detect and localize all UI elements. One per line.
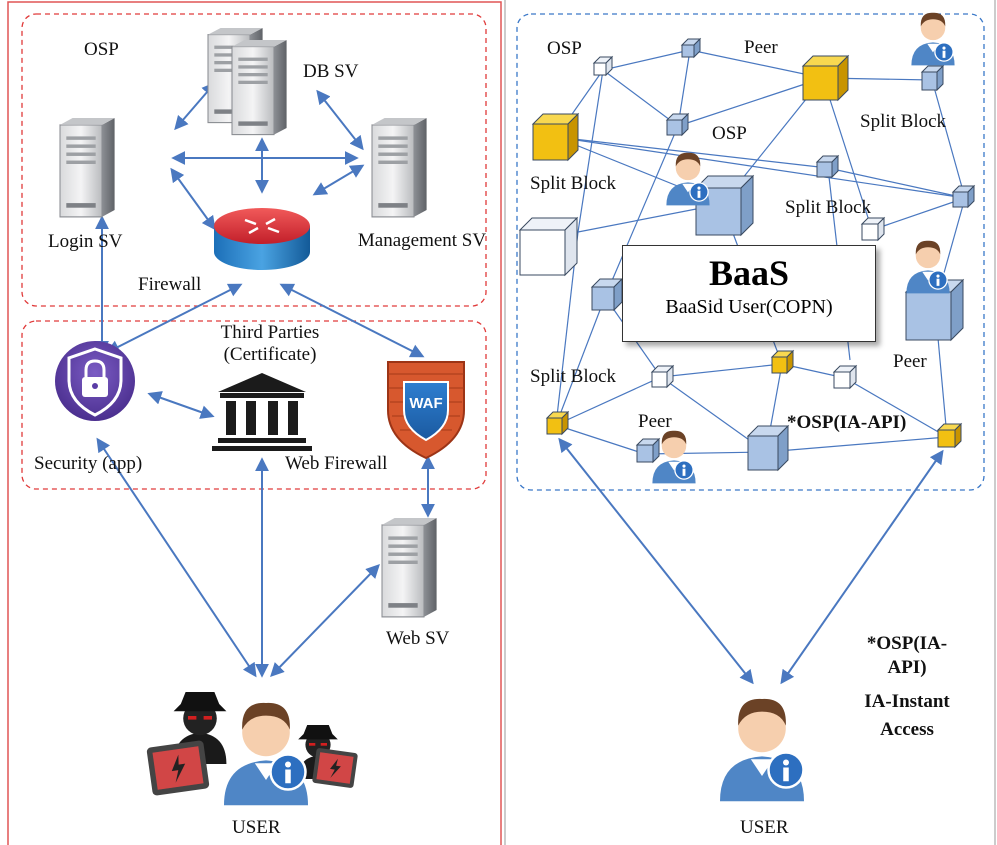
node-cube	[951, 184, 976, 209]
legend-line: API)	[887, 657, 927, 678]
waf-badge-text: WAF	[409, 395, 443, 412]
firewall-label: Firewall	[138, 274, 202, 295]
baas-subtitle: BaaSid User(COPN)	[665, 295, 833, 318]
info-icon	[928, 270, 948, 290]
login-sv-label: Login SV	[48, 231, 123, 252]
left-panel-frame	[7, 1, 502, 845]
db-server-icon	[231, 39, 288, 136]
node-cube	[650, 364, 675, 389]
node-cube	[694, 174, 755, 237]
baas-title: BaaS	[708, 253, 790, 293]
node-cube	[815, 154, 840, 179]
node-label-split-block: Split Block	[785, 197, 872, 218]
legend-line: IA-Instant	[864, 691, 950, 712]
node-label-split-block: Split Block	[530, 366, 617, 387]
info-icon	[934, 42, 954, 62]
baas-network-box	[516, 13, 985, 491]
baas-box: BaaS BaaSid User(COPN)	[622, 245, 876, 342]
backend-group-box	[21, 13, 487, 307]
node-label-peer: Peer	[744, 37, 778, 58]
node-label-peer: Peer	[638, 411, 672, 432]
node-label-split-block: Split Block	[530, 173, 617, 194]
user-icon	[224, 702, 308, 806]
info-icon	[269, 753, 307, 791]
node-cube	[518, 216, 579, 277]
network-nodes	[518, 37, 976, 472]
management-server-icon	[371, 117, 428, 218]
info-icon	[674, 460, 694, 480]
node-cube	[801, 54, 850, 102]
node-cube	[545, 410, 570, 436]
node-cube	[832, 364, 858, 390]
waf-shield-icon	[387, 361, 465, 460]
management-sv-label: Management SV	[357, 230, 487, 251]
node-cube	[665, 112, 690, 137]
left-arrows	[95, 81, 435, 678]
security-app-icon	[55, 341, 135, 421]
right-arrows	[558, 437, 944, 685]
router-icon	[214, 208, 310, 270]
third-parties-label: Third Parties (Certificate)	[220, 322, 320, 365]
db-sv-label: DB SV	[303, 61, 359, 82]
web-firewall-label: Web Firewall	[285, 453, 388, 474]
security-app-label: Security (app)	[34, 453, 143, 474]
user-label-left: USER	[232, 817, 281, 838]
node-cube	[770, 349, 795, 375]
info-icon	[689, 182, 709, 202]
node-cube	[531, 112, 580, 162]
node-cube	[936, 422, 963, 449]
tablet-icon	[146, 740, 210, 796]
login-server-icon	[59, 117, 116, 218]
node-label-split-block: Split Block	[860, 111, 947, 132]
tablet-icon	[311, 747, 359, 789]
legend-line: Access	[880, 719, 934, 740]
node-label-peer: Peer	[893, 351, 927, 372]
web-server-icon	[381, 517, 438, 618]
user-label-right: USER	[740, 817, 789, 838]
node-label-osp-ia-api: *OSP(IA-API)	[787, 412, 907, 433]
web-sv-label: Web SV	[386, 628, 450, 649]
legend-line: *OSP(IA-	[866, 633, 948, 654]
node-cube	[920, 64, 945, 92]
node-cube	[860, 216, 886, 242]
node-cube	[592, 55, 614, 77]
node-label-osp: OSP	[712, 123, 747, 144]
node-cube	[590, 277, 624, 312]
node-cube	[746, 424, 790, 472]
info-icon	[767, 751, 805, 789]
osp-label: OSP	[84, 39, 119, 60]
node-label-osp: OSP	[547, 38, 582, 59]
node-cube	[635, 437, 661, 464]
bank-icon	[212, 373, 312, 451]
node-cube	[680, 37, 702, 59]
